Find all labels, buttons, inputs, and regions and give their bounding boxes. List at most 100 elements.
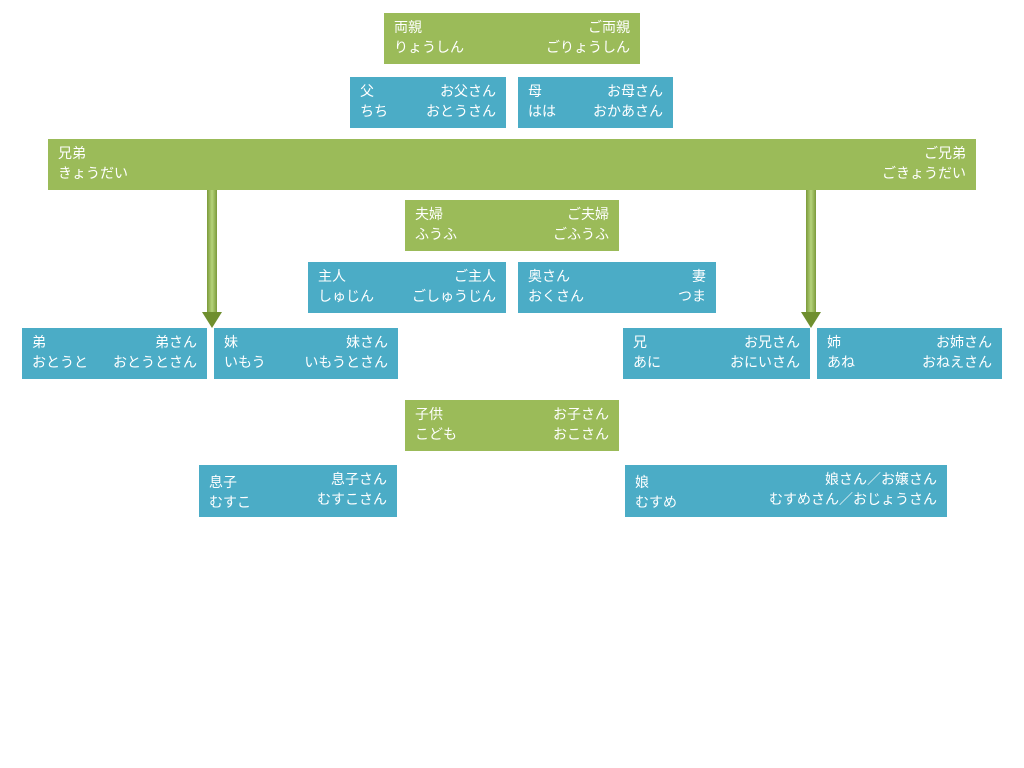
husband-honorific-reading: ごしゅうじん — [412, 289, 496, 305]
siblings-honorific: ご兄弟 ごきょうだい — [882, 144, 966, 184]
wife-box: 奥さん おくさん 妻 つま — [518, 262, 716, 313]
younger-sister-box: 妹 いもう 妹さん いもうとさん — [214, 328, 398, 379]
older-brother-reading: あに — [633, 355, 661, 371]
younger-brother-honorific-reading: おとうとさん — [113, 355, 197, 371]
husband-honorific-kanji: ご主人 — [454, 269, 496, 285]
younger-brother-reading: おとうと — [32, 355, 88, 371]
younger-brother-honorific-kanji: 弟さん — [155, 335, 197, 351]
mother-honorific-reading: おかあさん — [593, 104, 663, 120]
husband-reading: しゅじん — [318, 289, 374, 305]
older-brother-honorific: お兄さん おにいさん — [730, 333, 800, 373]
mother-reading: はは — [528, 104, 556, 120]
parents-kanji: 両親 — [394, 20, 422, 36]
daughter-plain: 娘 むすめ — [635, 470, 677, 513]
parents-honorific: ご両親 ごりょうしん — [546, 18, 630, 58]
daughter-honorific: 娘さん／お嬢さん むすめさん／おじょうさん — [769, 470, 937, 510]
husband-honorific: ご主人 ごしゅうじん — [412, 267, 496, 307]
younger-brother-honorific: 弟さん おとうとさん — [113, 333, 197, 373]
mother-plain: 母 はは — [528, 82, 556, 122]
younger-sister-honorific: 妹さん いもうとさん — [304, 333, 388, 373]
siblings-honorific-reading: ごきょうだい — [882, 166, 966, 182]
daughter-honorific-kanji: 娘さん／お嬢さん — [825, 472, 937, 488]
arrow-left-head — [202, 312, 222, 328]
couple-honorific-reading: ごふうふ — [553, 227, 609, 243]
wife-honorific-kanji: 妻 — [692, 269, 706, 285]
arrow-left — [202, 190, 222, 328]
parents-reading: りょうしん — [394, 40, 464, 56]
younger-sister-kanji: 妹 — [224, 335, 238, 351]
siblings-plain: 兄弟 きょうだい — [58, 144, 128, 184]
older-sister-box: 姉 あね お姉さん おねえさん — [817, 328, 1002, 379]
younger-sister-plain: 妹 いもう — [224, 333, 266, 373]
husband-kanji: 主人 — [318, 269, 346, 285]
siblings-honorific-kanji: ご兄弟 — [924, 146, 966, 162]
siblings-box: 兄弟 きょうだい ご兄弟 ごきょうだい — [48, 139, 976, 190]
arrow-right-shaft — [806, 190, 816, 314]
younger-brother-plain: 弟 おとうと — [32, 333, 88, 373]
older-brother-honorific-reading: おにいさん — [730, 355, 800, 371]
couple-reading: ふうふ — [415, 227, 457, 243]
wife-reading: おくさん — [528, 289, 584, 305]
older-sister-honorific: お姉さん おねえさん — [922, 333, 992, 373]
children-kanji: 子供 — [415, 407, 443, 423]
mother-honorific: お母さん おかあさん — [593, 82, 663, 122]
younger-sister-reading: いもう — [224, 355, 266, 371]
older-brother-kanji: 兄 — [633, 335, 647, 351]
son-kanji: 息子 — [209, 475, 237, 491]
children-honorific-reading: おこさん — [553, 427, 609, 443]
son-box: 息子 むすこ 息子さん むすこさん — [199, 465, 397, 517]
older-sister-plain: 姉 あね — [827, 333, 855, 373]
couple-kanji: 夫婦 — [415, 207, 443, 223]
younger-sister-honorific-kanji: 妹さん — [346, 335, 388, 351]
younger-brother-box: 弟 おとうと 弟さん おとうとさん — [22, 328, 207, 379]
husband-plain: 主人 しゅじん — [318, 267, 374, 307]
couple-honorific: ご夫婦 ごふうふ — [553, 205, 609, 245]
siblings-kanji: 兄弟 — [58, 146, 86, 162]
son-honorific: 息子さん むすこさん — [317, 470, 387, 510]
older-sister-honorific-kanji: お姉さん — [936, 335, 992, 351]
older-sister-kanji: 姉 — [827, 335, 841, 351]
parents-honorific-kanji: ご両親 — [588, 20, 630, 36]
arrow-right — [801, 190, 821, 328]
wife-plain: 奥さん おくさん — [528, 267, 584, 307]
mother-honorific-kanji: お母さん — [607, 84, 663, 100]
daughter-box: 娘 むすめ 娘さん／お嬢さん むすめさん／おじょうさん — [625, 465, 947, 517]
children-plain: 子供 こども — [415, 405, 457, 445]
father-reading: ちち — [360, 104, 388, 120]
older-brother-honorific-kanji: お兄さん — [744, 335, 800, 351]
son-plain: 息子 むすこ — [209, 470, 251, 513]
husband-box: 主人 しゅじん ご主人 ごしゅうじん — [308, 262, 506, 313]
wife-kanji: 奥さん — [528, 269, 570, 285]
daughter-reading: むすめ — [635, 495, 677, 511]
wife-honorific-reading: つま — [678, 289, 706, 305]
parents-box: 両親 りょうしん ご両親 ごりょうしん — [384, 13, 640, 64]
son-honorific-kanji: 息子さん — [331, 472, 387, 488]
arrow-left-shaft — [207, 190, 217, 314]
father-honorific: お父さん おとうさん — [426, 82, 496, 122]
older-sister-honorific-reading: おねえさん — [922, 355, 992, 371]
couple-honorific-kanji: ご夫婦 — [567, 207, 609, 223]
son-reading: むすこ — [209, 495, 251, 511]
daughter-honorific-reading: むすめさん／おじょうさん — [769, 492, 937, 508]
daughter-kanji: 娘 — [635, 475, 649, 491]
father-kanji: 父 — [360, 84, 374, 100]
father-plain: 父 ちち — [360, 82, 388, 122]
children-reading: こども — [415, 427, 457, 443]
younger-sister-honorific-reading: いもうとさん — [304, 355, 388, 371]
mother-kanji: 母 — [528, 84, 542, 100]
arrow-right-head — [801, 312, 821, 328]
older-brother-box: 兄 あに お兄さん おにいさん — [623, 328, 810, 379]
children-honorific-kanji: お子さん — [553, 407, 609, 423]
children-honorific: お子さん おこさん — [553, 405, 609, 445]
mother-box: 母 はは お母さん おかあさん — [518, 77, 673, 128]
older-sister-reading: あね — [827, 355, 855, 371]
couple-box: 夫婦 ふうふ ご夫婦 ごふうふ — [405, 200, 619, 251]
older-brother-plain: 兄 あに — [633, 333, 661, 373]
couple-plain: 夫婦 ふうふ — [415, 205, 457, 245]
younger-brother-kanji: 弟 — [32, 335, 46, 351]
children-box: 子供 こども お子さん おこさん — [405, 400, 619, 451]
father-honorific-reading: おとうさん — [426, 104, 496, 120]
wife-honorific: 妻 つま — [678, 267, 706, 307]
parents-honorific-reading: ごりょうしん — [546, 40, 630, 56]
